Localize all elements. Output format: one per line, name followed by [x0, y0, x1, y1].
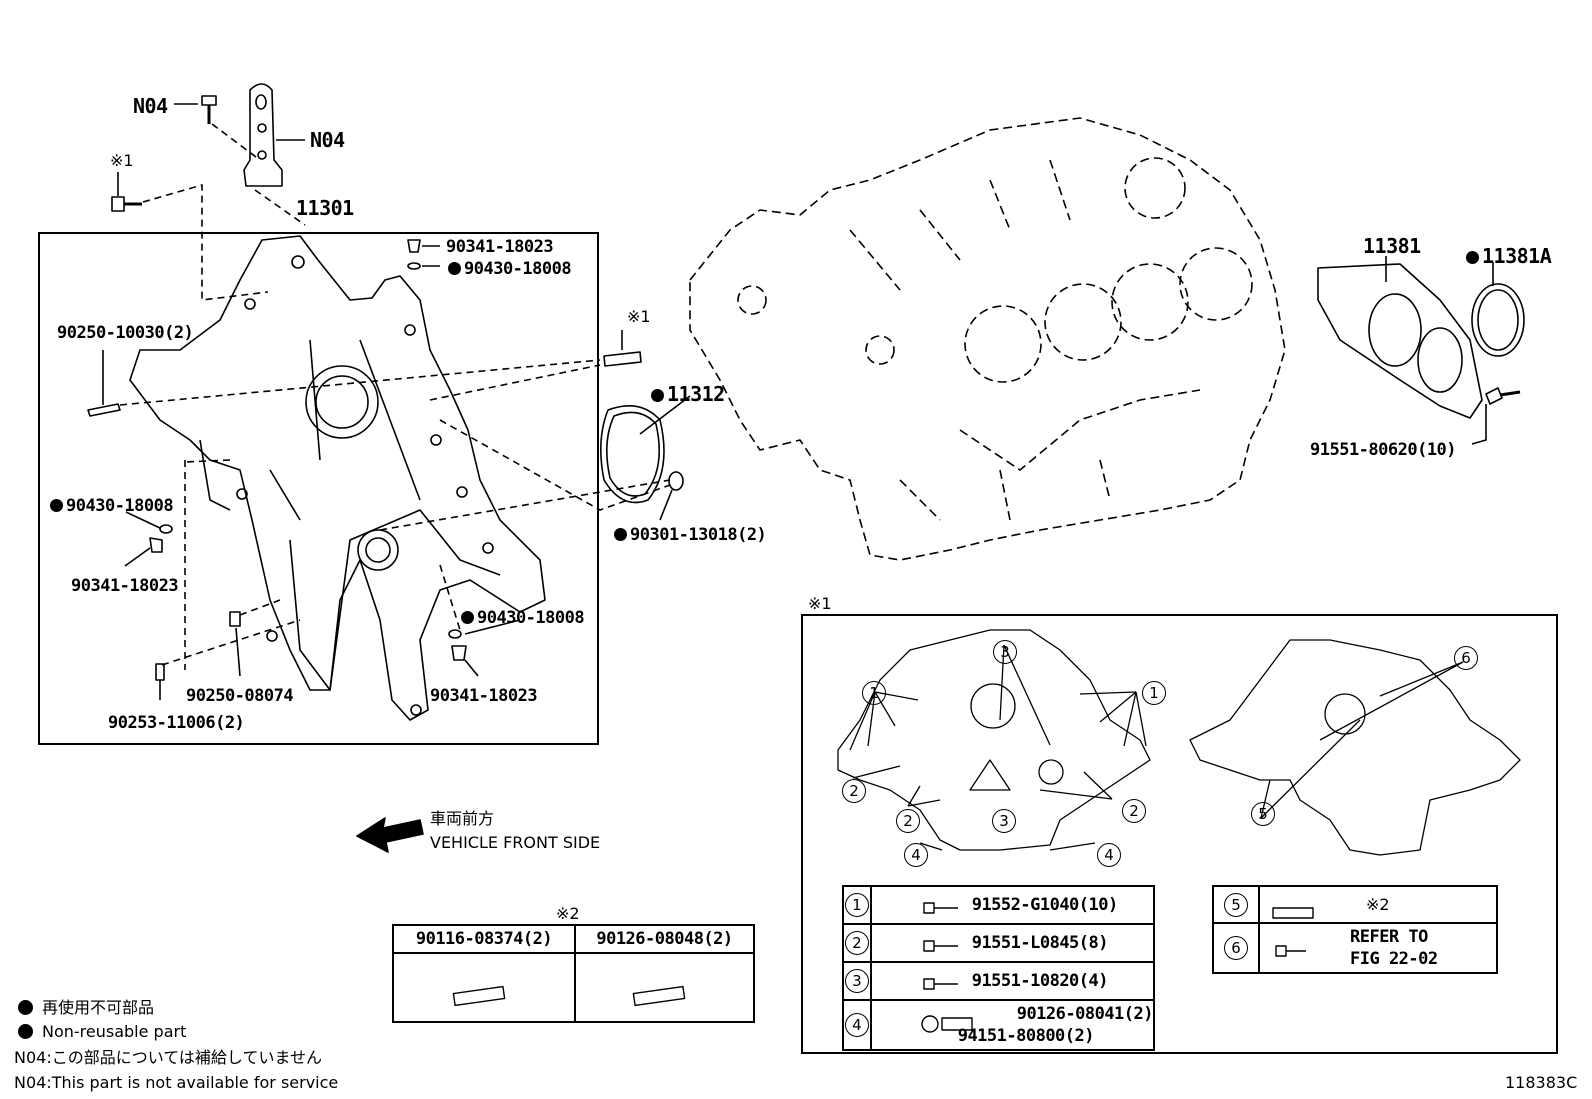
timing-cover-drawing [129, 235, 546, 721]
callout-1-left: 1 [862, 681, 886, 705]
non-reusable-dot-icon [461, 611, 474, 624]
row-6-num: 6 [1212, 922, 1260, 974]
direction-label-jp: 車両前方 [430, 809, 495, 828]
row-2-part[interactable]: 91551-L0845(8) [869, 923, 1156, 963]
note1-panel-sketch-right [1189, 639, 1521, 856]
note2-img-1 [392, 952, 576, 1023]
row-2-num: 2 [842, 923, 872, 963]
row-4-num: 4 [842, 999, 872, 1051]
callout-5: 5 [1251, 802, 1275, 826]
retainer-drawing [1317, 256, 1525, 445]
callout-3-mid: 3 [992, 809, 1016, 833]
row-3-num: 3 [842, 961, 872, 1001]
note1-panel-mark: ※1 [808, 594, 832, 613]
timing-cover-group-frame [38, 232, 599, 745]
label-part-90430-18008-bottom[interactable]: 90430-18008 [461, 610, 585, 627]
non-reusable-dot-icon [1466, 251, 1479, 264]
note2-col-2[interactable]: 90126-08048(2) [574, 924, 755, 954]
callout-2-a: 2 [842, 779, 866, 803]
label-n04-bolt: N04 [133, 94, 168, 118]
label-part-90341-18023-top[interactable]: 90341-18023 [446, 237, 554, 257]
callout-4-left: 4 [904, 843, 928, 867]
label-part-91551-80620[interactable]: 91551-80620(10) [1310, 440, 1457, 460]
label-part-90341-18023-left[interactable]: 90341-18023 [71, 576, 179, 596]
legend-line-1: 再使用不可部品 [18, 1000, 154, 1016]
legend-line-4: N04:This part is not available for servi… [14, 1073, 339, 1092]
note2-parts-table: 90116-08374(2) 90126-08048(2) [392, 924, 755, 1023]
direction-label-en: VEHICLE FRONT SIDE [430, 833, 601, 852]
non-reusable-dot-icon [50, 499, 63, 512]
label-part-11312[interactable]: 11312 [651, 384, 725, 404]
bolt-drawing-note1 [111, 172, 142, 212]
label-n04-bracket: N04 [310, 128, 345, 152]
callout-6: 6 [1454, 646, 1478, 670]
seal-washer-drawings [87, 239, 691, 700]
label-part-90430-18008-left[interactable]: 90430-18008 [50, 498, 174, 515]
legend-line-2: Non-reusable part [18, 1024, 186, 1040]
row-1-part[interactable]: 91552-G1040(10) [869, 885, 1156, 925]
label-part-90430-18008-top[interactable]: 90430-18008 [448, 261, 572, 278]
non-reusable-dot-icon [18, 1000, 33, 1015]
non-reusable-dot-icon [448, 262, 461, 275]
label-part-90301-13018[interactable]: 90301-13018(2) [614, 527, 767, 544]
non-reusable-dot-icon [614, 528, 627, 541]
row-4-parts[interactable]: 90126-08041(2) 94151-80800(2) [869, 999, 1156, 1051]
callout-2-c: 2 [1122, 799, 1146, 823]
callout-3-top: 3 [993, 640, 1017, 664]
label-part-11381[interactable]: 11381 [1363, 234, 1421, 258]
row-5-text[interactable]: ※2 [1258, 885, 1498, 924]
note1-ref-table: 5 ※2 6 REFER TO FIG 22-02 [1212, 885, 1498, 974]
label-part-90250-08074[interactable]: 90250-08074 [186, 686, 294, 706]
label-note1-bolt: ※1 [110, 151, 134, 170]
legend-line-3: N04:この部品については補給していません [14, 1048, 322, 1067]
n04-bracket-drawing [243, 83, 305, 187]
note2-col-1[interactable]: 90116-08374(2) [392, 924, 576, 954]
label-part-90250-10030[interactable]: 90250-10030(2) [57, 323, 194, 343]
label-part-11301[interactable]: 11301 [296, 196, 354, 220]
note1-panel-frame [801, 614, 1558, 1054]
callout-1-right: 1 [1142, 681, 1166, 705]
n04-bolt-drawing [174, 95, 217, 124]
engine-block-drawing [689, 117, 1286, 561]
label-part-90341-18023-bottom[interactable]: 90341-18023 [430, 686, 538, 706]
note2-mark: ※2 [556, 904, 580, 923]
non-reusable-dot-icon [18, 1024, 33, 1039]
label-note1-stud: ※1 [627, 307, 651, 326]
row-5-num: 5 [1212, 885, 1260, 924]
callout-4-right: 4 [1097, 843, 1121, 867]
callout-2-b: 2 [896, 809, 920, 833]
row-1-num: 1 [842, 885, 872, 925]
note2-img-2 [574, 952, 755, 1023]
row-6-text[interactable]: REFER TO FIG 22-02 [1258, 922, 1498, 974]
note1-bolt-table: 1 91552-G1040(10) 2 91551-L0845(8) 3 915… [842, 885, 1156, 1051]
non-reusable-dot-icon [651, 389, 664, 402]
label-part-90253-11006[interactable]: 90253-11006(2) [108, 713, 245, 733]
diagram-reference-number: 118383C [1505, 1073, 1578, 1092]
label-part-11381A[interactable]: 11381A [1466, 246, 1552, 266]
row-3-part[interactable]: 91551-10820(4) [869, 961, 1156, 1001]
front-arrow [356, 817, 424, 853]
